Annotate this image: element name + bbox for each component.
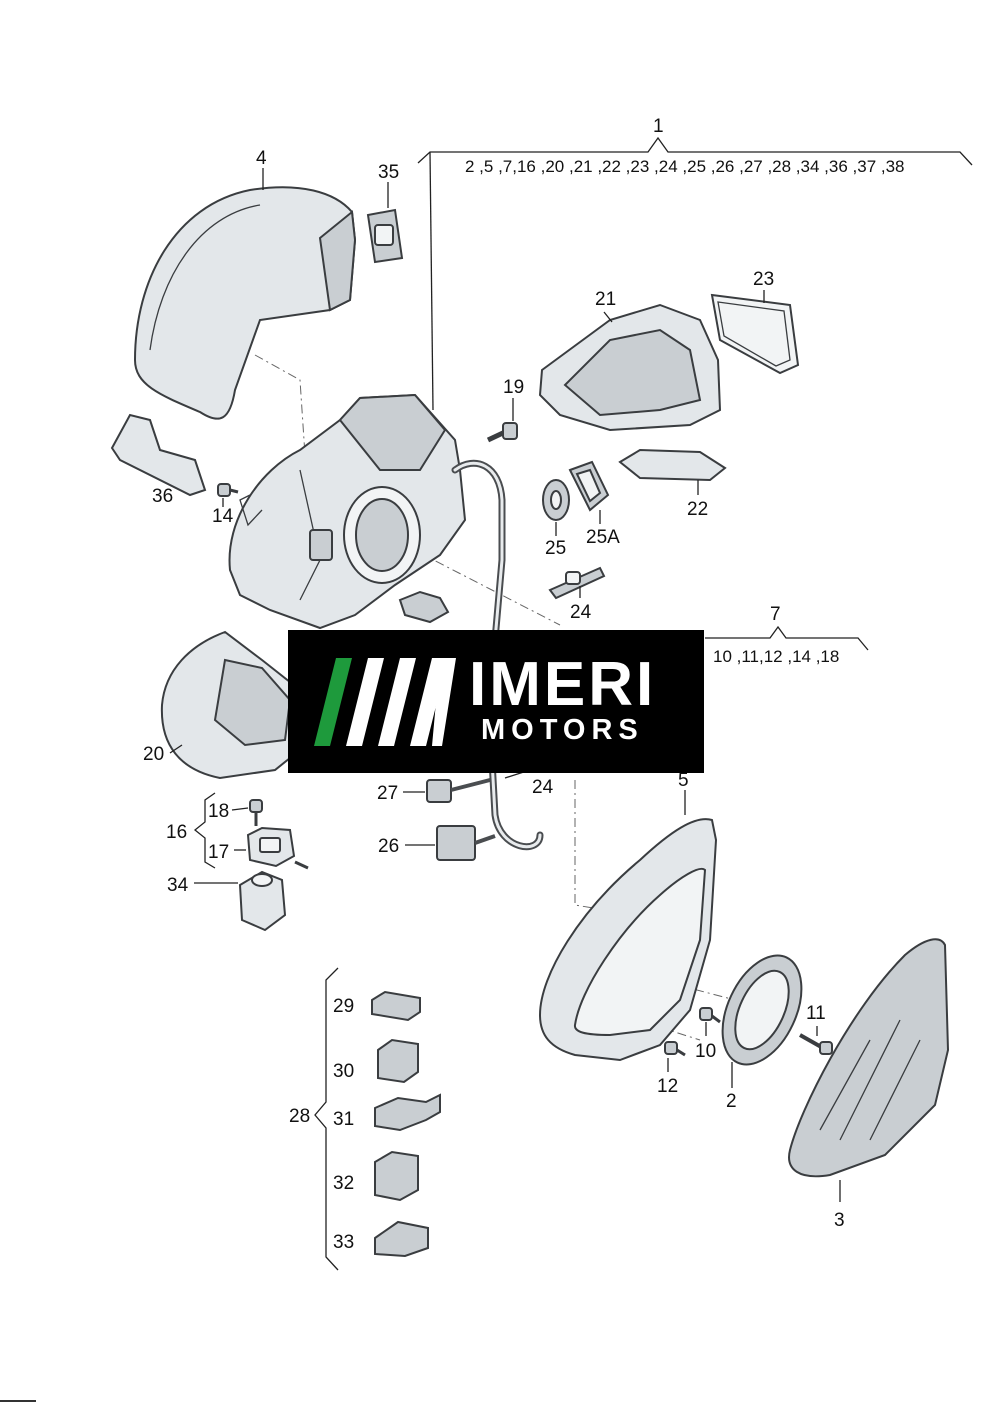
label-12: 12 bbox=[657, 1076, 678, 1097]
label-5: 5 bbox=[678, 770, 689, 791]
part-small-lamp: 35 bbox=[366, 162, 404, 264]
label-36: 36 bbox=[152, 486, 173, 507]
label-34: 34 bbox=[167, 875, 189, 896]
part-grommet-25: 25 bbox=[542, 479, 570, 559]
part-connector-31: 31 bbox=[333, 1093, 441, 1132]
label-1: 1 bbox=[653, 116, 664, 137]
label-35: 35 bbox=[378, 162, 399, 183]
part-lower-cover-20: 20 bbox=[143, 630, 301, 780]
part-grommet-25a: 25A bbox=[568, 460, 620, 548]
part-base-trim-21: 21 bbox=[538, 289, 722, 432]
watermark-logo: IMERI MOTORS bbox=[288, 630, 704, 773]
label-26: 26 bbox=[378, 836, 399, 857]
assembly-axis-4 bbox=[604, 974, 736, 1041]
assembly-axis-1 bbox=[254, 354, 306, 456]
part-connector-30: 30 bbox=[333, 1038, 419, 1084]
label-17: 17 bbox=[208, 842, 229, 863]
label-24-upper: 24 bbox=[570, 602, 592, 623]
part-connector-33: 33 bbox=[333, 1220, 429, 1258]
label-28: 28 bbox=[289, 1106, 310, 1127]
part-mirror-frame-5: 5 bbox=[538, 770, 718, 1062]
part-screw-19: 19 bbox=[486, 377, 524, 443]
part-sensor-34: 34 bbox=[167, 870, 287, 932]
label-20: 20 bbox=[143, 744, 164, 765]
part-actuator bbox=[398, 590, 450, 624]
part-mirror-glass-3: 3 bbox=[788, 938, 950, 1231]
label-2: 2 bbox=[726, 1091, 737, 1112]
part-adjuster-plate-2: 2 bbox=[721, 954, 803, 1112]
label-4: 4 bbox=[256, 148, 267, 169]
group-bracket-28: 28 bbox=[289, 967, 339, 1271]
label-31: 31 bbox=[333, 1109, 354, 1130]
label-19: 19 bbox=[503, 377, 524, 398]
group-1-members: 2 ,5 ,7,16 ,20 ,21 ,22 ,23 ,24 ,25 ,26 ,… bbox=[465, 157, 905, 176]
part-seal-23: 23 bbox=[710, 269, 800, 375]
label-7: 7 bbox=[770, 604, 781, 625]
part-clip-22: 22 bbox=[618, 448, 727, 520]
label-18: 18 bbox=[208, 801, 229, 822]
group-bracket-1: 1 2 ,5 ,7,16 ,20 ,21 ,22 ,23 ,24 ,25 ,26… bbox=[417, 116, 973, 411]
group-7-members: 10 ,11,12 ,14 ,18 bbox=[713, 647, 839, 666]
part-connector-26: 26 bbox=[378, 825, 496, 861]
label-33: 33 bbox=[333, 1232, 354, 1253]
label-22: 22 bbox=[687, 499, 708, 520]
group-bracket-7: 7 10 ,11,12 ,14 ,18 bbox=[705, 604, 869, 666]
label-10: 10 bbox=[695, 1041, 716, 1062]
part-main-housing bbox=[228, 393, 467, 630]
label-29: 29 bbox=[333, 996, 354, 1017]
label-30: 30 bbox=[333, 1061, 354, 1082]
label-32: 32 bbox=[333, 1173, 354, 1194]
part-cable-tie-24-lower: 24 bbox=[504, 769, 554, 798]
part-connector-27: 27 bbox=[377, 778, 491, 804]
part-screw-10: 10 bbox=[695, 1007, 721, 1062]
footer-rule bbox=[0, 1400, 36, 1402]
label-24-lower: 24 bbox=[532, 777, 554, 798]
part-connector-32: 32 bbox=[333, 1150, 419, 1202]
part-cable-tie-24-upper: 24 bbox=[548, 566, 606, 623]
label-25: 25 bbox=[545, 538, 566, 559]
label-27: 27 bbox=[377, 783, 398, 804]
assembly-axis-3 bbox=[574, 780, 606, 911]
label-11: 11 bbox=[806, 1003, 826, 1024]
label-21: 21 bbox=[595, 289, 616, 310]
part-screw-14: 14 bbox=[212, 483, 239, 527]
group-bracket-16: 16 18 17 bbox=[166, 792, 309, 870]
label-25a: 25A bbox=[586, 527, 620, 548]
label-3: 3 bbox=[834, 1210, 845, 1231]
label-23: 23 bbox=[753, 269, 774, 290]
label-14: 14 bbox=[212, 506, 234, 527]
watermark-line1: IMERI bbox=[469, 650, 657, 719]
logo-stripes-icon bbox=[314, 658, 456, 746]
part-screw-12: 12 bbox=[657, 1041, 686, 1097]
part-housing-cap: 4 bbox=[133, 148, 357, 420]
watermark-line2: MOTORS bbox=[481, 714, 644, 746]
label-16: 16 bbox=[166, 822, 187, 843]
part-bracket-36: 36 bbox=[110, 413, 207, 507]
part-screw-11: 11 bbox=[799, 1003, 833, 1055]
part-connector-29: 29 bbox=[333, 990, 421, 1022]
